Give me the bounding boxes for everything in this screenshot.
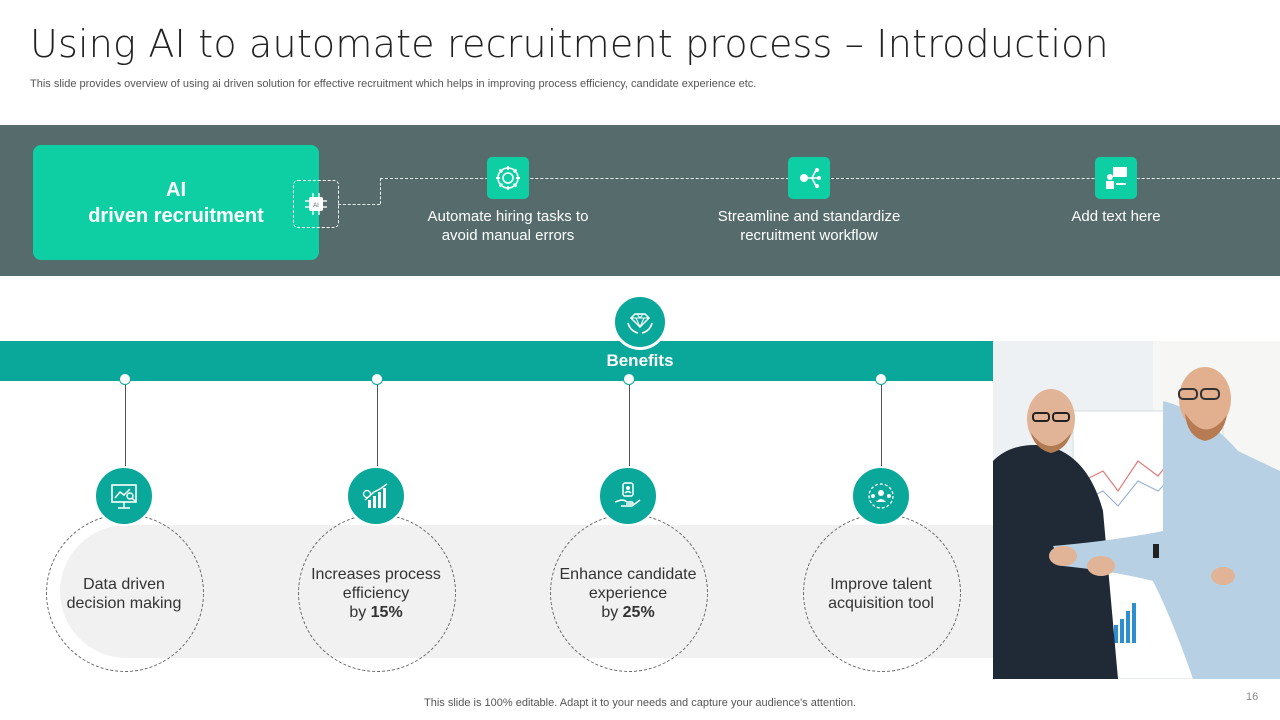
diamond-hands-icon bbox=[627, 313, 653, 334]
connector-vertical bbox=[380, 178, 381, 204]
feature-label-automate-line1: Automate hiring tasks to bbox=[427, 208, 589, 225]
ai-driven-box: AI driven recruitment bbox=[33, 145, 319, 260]
benefit-line-1 bbox=[124, 385, 126, 467]
page-number: 16 bbox=[1246, 691, 1259, 703]
feature-label-add-text: Add text here bbox=[1006, 207, 1226, 226]
benefit-text-2-line3: by 15% bbox=[301, 603, 451, 622]
feature-label-streamline-line2: recruitment workflow bbox=[740, 227, 878, 244]
benefit-icon-2 bbox=[346, 466, 406, 526]
benefit-line-2 bbox=[376, 385, 378, 467]
page-subtitle: This slide provides overview of using ai… bbox=[30, 78, 757, 90]
ai-chip-label: AI bbox=[313, 203, 319, 209]
benefit-text-4-line2: acquisition tool bbox=[828, 595, 934, 612]
benefit-text-1: Data driven decision making bbox=[49, 575, 199, 613]
benefit-dot-4 bbox=[875, 373, 887, 385]
benefit-icon-4 bbox=[851, 466, 911, 526]
feature-label-add-text-line1: Add text here bbox=[1071, 208, 1161, 225]
page-title: Using AI to automate recruitment process… bbox=[30, 22, 1109, 66]
gear-icon bbox=[496, 166, 520, 190]
benefit-text-1-line1: Data driven bbox=[83, 576, 165, 593]
feature-icon-automate bbox=[487, 157, 529, 199]
benefit-icon-1 bbox=[94, 466, 154, 526]
footer-text: This slide is 100% editable. Adapt it to… bbox=[424, 697, 856, 709]
benefit-text-3-line1: Enhance candidate bbox=[559, 566, 697, 583]
connector-chip bbox=[338, 204, 380, 205]
candidate-hand-icon bbox=[614, 482, 641, 507]
benefit-text-3-line3: by 25% bbox=[553, 603, 703, 622]
team-photo-illustration bbox=[993, 341, 1280, 679]
feature-label-streamline-line1: Streamline and standardize bbox=[717, 208, 901, 225]
benefit-text-3-line2: experience bbox=[588, 585, 668, 602]
benefit-line-4 bbox=[880, 385, 882, 467]
growth-chart-icon bbox=[362, 483, 388, 508]
benefit-text-2-line1: Increases process bbox=[311, 566, 441, 583]
benefit-text-1-line2: decision making bbox=[66, 595, 182, 612]
ai-chip: AI bbox=[293, 180, 339, 228]
benefit-dot-1 bbox=[119, 373, 131, 385]
analytics-board-icon bbox=[111, 484, 137, 509]
ai-box-line1: AI bbox=[166, 178, 186, 201]
feature-icon-streamline bbox=[788, 157, 830, 199]
presentation-icon bbox=[1106, 167, 1127, 189]
benefit-text-2-prefix: by bbox=[349, 604, 371, 621]
connector-main bbox=[380, 178, 1280, 179]
benefits-label: Benefits bbox=[606, 351, 674, 370]
feature-label-automate: Automate hiring tasks to avoid manual er… bbox=[398, 207, 618, 245]
feature-label-automate-line2: avoid manual errors bbox=[441, 227, 575, 244]
benefit-icon-3 bbox=[598, 466, 658, 526]
benefit-text-4-line1: Improve talent bbox=[830, 576, 932, 593]
benefit-text-3: Enhance candidate experience by 25% bbox=[553, 565, 703, 622]
team-photo bbox=[993, 341, 1280, 679]
team-target-icon bbox=[868, 483, 894, 509]
benefits-bar bbox=[0, 341, 993, 381]
benefit-text-3-prefix: by bbox=[601, 604, 623, 621]
benefit-line-3 bbox=[628, 385, 630, 467]
benefit-value-2: 15% bbox=[370, 604, 403, 621]
benefits-icon-circle bbox=[612, 294, 668, 350]
benefit-dot-3 bbox=[623, 373, 635, 385]
feature-icon-add-text bbox=[1095, 157, 1137, 199]
workflow-icon bbox=[800, 168, 821, 188]
benefit-dot-2 bbox=[371, 373, 383, 385]
benefit-text-2: Increases process efficiency by 15% bbox=[301, 565, 451, 622]
ai-chip-icon: AI bbox=[305, 193, 327, 215]
benefit-text-2-line2: efficiency bbox=[342, 585, 410, 602]
feature-label-streamline: Streamline and standardize recruitment w… bbox=[699, 207, 919, 245]
benefit-value-3: 25% bbox=[622, 604, 655, 621]
ai-box-line2: driven recruitment bbox=[88, 204, 264, 227]
benefit-text-4: Improve talent acquisition tool bbox=[806, 575, 956, 613]
